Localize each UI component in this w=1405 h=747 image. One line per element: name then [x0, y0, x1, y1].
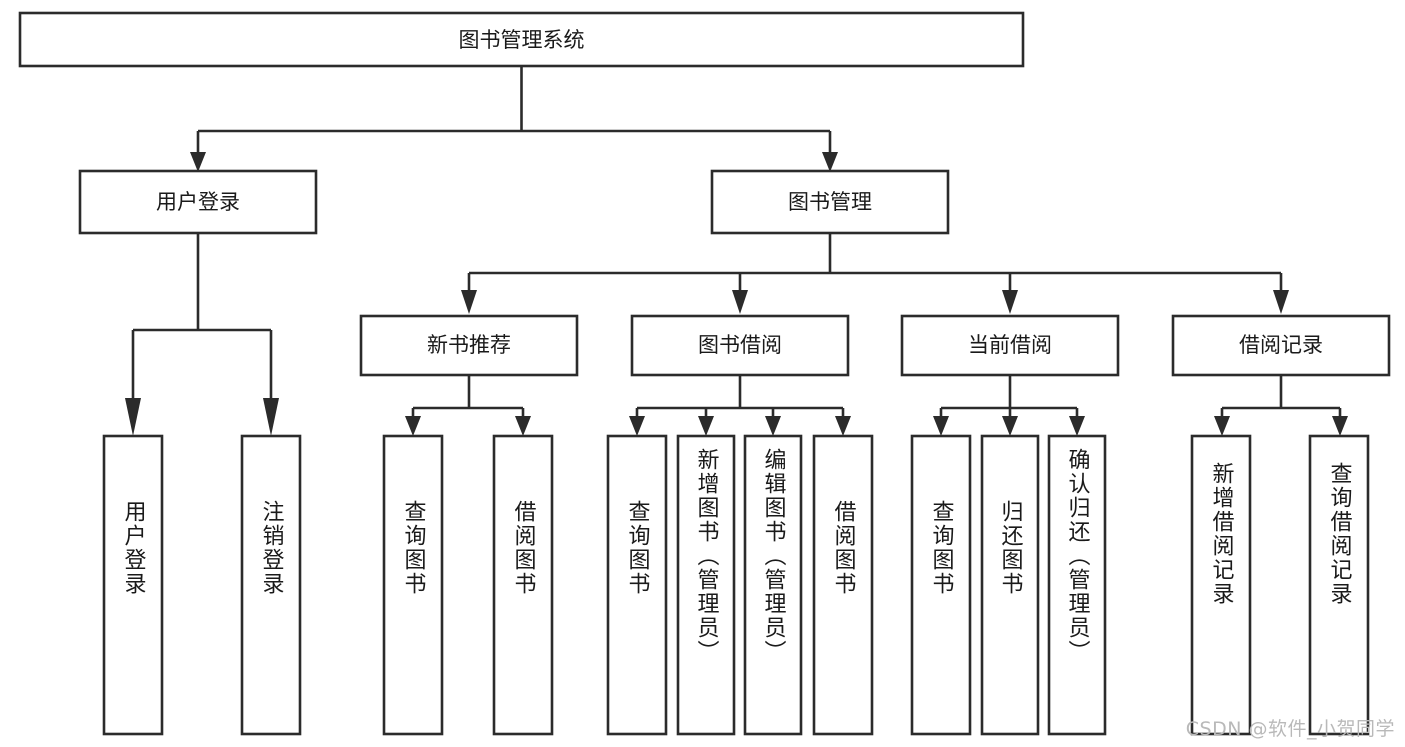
node-current-borrow-box[interactable]	[900, 314, 1120, 377]
arrow-bm-to-new-book	[461, 290, 477, 314]
leaf-box-new-book-2[interactable]	[492, 434, 554, 736]
node-root-system-label: 图书管理系统	[459, 28, 585, 52]
leaf-box-user-login-2[interactable]	[240, 434, 302, 736]
node-book-borrow-box[interactable]	[630, 314, 850, 377]
arrow-bb-leaf-3	[765, 416, 781, 436]
node-book-borrow[interactable]: 图书借阅	[630, 314, 850, 377]
node-user-login-label: 用户登录	[156, 190, 240, 214]
node-root-system[interactable]: 图书管理系统	[18, 11, 1025, 68]
node-current-borrow-label: 当前借阅	[968, 333, 1052, 357]
leaf-box-group	[102, 434, 1370, 736]
leaf-box-current-borrow-2[interactable]	[980, 434, 1040, 736]
node-borrow-record-box[interactable]	[1171, 314, 1391, 377]
node-user-login-box[interactable]	[78, 169, 318, 235]
arrow-root-to-book-manage	[822, 152, 838, 172]
arrow-bb-leaf-2	[698, 416, 714, 436]
arrow-bm-to-book-borrow	[732, 290, 748, 314]
node-book-manage[interactable]: 图书管理	[710, 169, 950, 235]
node-new-book-recommend[interactable]: 新书推荐	[359, 314, 579, 377]
node-new-book-recommend-box[interactable]	[359, 314, 579, 377]
node-user-login[interactable]: 用户登录	[78, 169, 318, 235]
leaf-box-current-borrow-1[interactable]	[910, 434, 972, 736]
connector-group	[125, 66, 1348, 436]
leaf-box-new-book-1[interactable]	[382, 434, 444, 736]
watermark-csdn: CSDN @软件_小贺同学	[1185, 718, 1395, 740]
arrow-bm-to-borrow-record	[1273, 290, 1289, 314]
leaf-box-borrow-record-2[interactable]	[1308, 434, 1370, 736]
node-borrow-record-label: 借阅记录	[1239, 333, 1323, 357]
arrow-bb-leaf-1	[629, 416, 645, 436]
node-new-book-recommend-label: 新书推荐	[427, 333, 511, 357]
leaf-box-current-borrow-3[interactable]	[1047, 434, 1107, 736]
leaf-box-book-borrow-4[interactable]	[812, 434, 874, 736]
arrow-cb-leaf-1	[933, 416, 949, 436]
arrow-cb-leaf-3	[1069, 416, 1085, 436]
arrow-bm-to-current-borrow	[1002, 290, 1018, 314]
node-book-manage-box[interactable]	[710, 169, 950, 235]
arrow-user-login-leaf-1	[125, 398, 141, 436]
leaf-box-book-borrow-3[interactable]	[743, 434, 803, 736]
leaf-box-user-login-1[interactable]	[102, 434, 164, 736]
leaf-box-book-borrow-2[interactable]	[676, 434, 736, 736]
arrow-nb-leaf-1	[405, 416, 421, 436]
arrow-root-to-user-login	[190, 152, 206, 172]
node-root-system-box[interactable]	[18, 11, 1025, 68]
arrow-br-leaf-2	[1332, 416, 1348, 436]
leaf-box-book-borrow-1[interactable]	[606, 434, 668, 736]
arrow-cb-leaf-2	[1002, 416, 1018, 436]
arrow-br-leaf-1	[1214, 416, 1230, 436]
node-current-borrow[interactable]: 当前借阅	[900, 314, 1120, 377]
arrow-bb-leaf-4	[835, 416, 851, 436]
arrow-user-login-leaf-2	[263, 398, 279, 436]
node-book-borrow-label: 图书借阅	[698, 333, 782, 357]
arrow-nb-leaf-2	[515, 416, 531, 436]
node-borrow-record[interactable]: 借阅记录	[1171, 314, 1391, 377]
leaf-box-borrow-record-1[interactable]	[1190, 434, 1252, 736]
node-book-manage-label: 图书管理	[788, 190, 872, 214]
